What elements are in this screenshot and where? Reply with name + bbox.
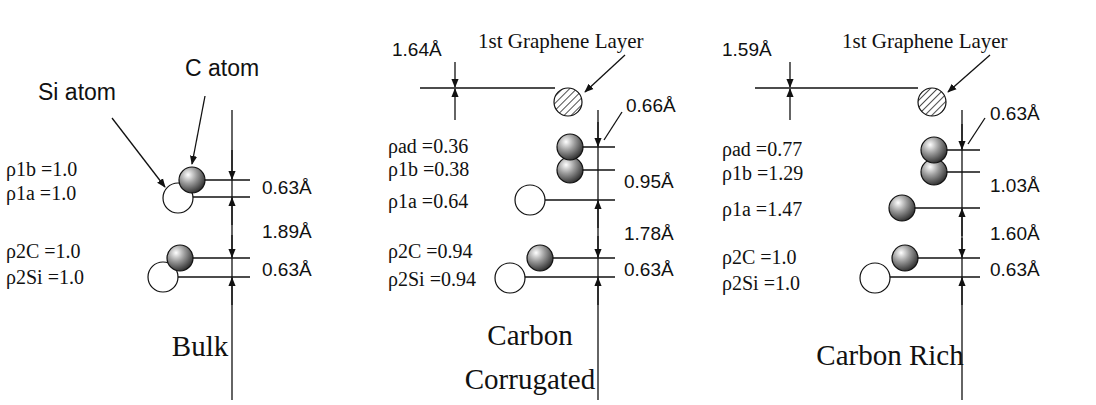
dimension: 0.95Å: [624, 172, 674, 193]
density-label: ρ1a =1.0: [6, 182, 76, 204]
density-label: ρ2C =1.0: [6, 240, 81, 262]
density-label: ρ2C =0.94: [388, 240, 473, 262]
dimension: 0.63Å: [262, 260, 312, 281]
density-label: ρ2Si =1.0: [6, 266, 84, 288]
dimension: 1.89Å: [262, 222, 312, 243]
layer-name: 1st Graphene Layer: [842, 30, 1008, 53]
dimension: 0.63Å: [262, 178, 312, 199]
part-name: Si atom: [38, 80, 116, 105]
density-label: ρ1b =1.0: [6, 158, 77, 180]
density-label: ρ2C =1.0: [722, 246, 797, 268]
layer-name: 1st Graphene Layer: [478, 30, 644, 53]
density-label: ρ1b =1.29: [722, 162, 803, 184]
panel-caption: Bulk: [115, 325, 285, 369]
density-label: ρ1b =0.38: [388, 158, 469, 180]
dimension: 1.60Å: [990, 224, 1040, 245]
density-label: ρ2Si =1.0: [722, 272, 800, 294]
dimension: 0.63Å: [990, 104, 1040, 125]
density-label: ρad =0.36: [388, 135, 468, 157]
density-label: ρ2Si =0.94: [388, 268, 476, 290]
density-label: ρ1a =1.47: [722, 198, 802, 220]
dimension: 1.59Å: [722, 40, 772, 61]
dimension: 0.66Å: [626, 96, 676, 117]
panel-caption: Carbon Rich: [780, 334, 1000, 378]
density-label: ρ1a =0.64: [388, 190, 468, 212]
part-name: C atom: [185, 56, 259, 81]
dimension: 1.78Å: [624, 224, 674, 245]
panel-caption: Carbon Corrugated: [420, 314, 640, 401]
dimension: 1.64Å: [392, 40, 442, 61]
density-label: ρad =0.77: [722, 138, 802, 160]
dimension: 0.63Å: [990, 260, 1040, 281]
dimension: 1.03Å: [990, 176, 1040, 197]
dimension: 0.63Å: [624, 260, 674, 281]
